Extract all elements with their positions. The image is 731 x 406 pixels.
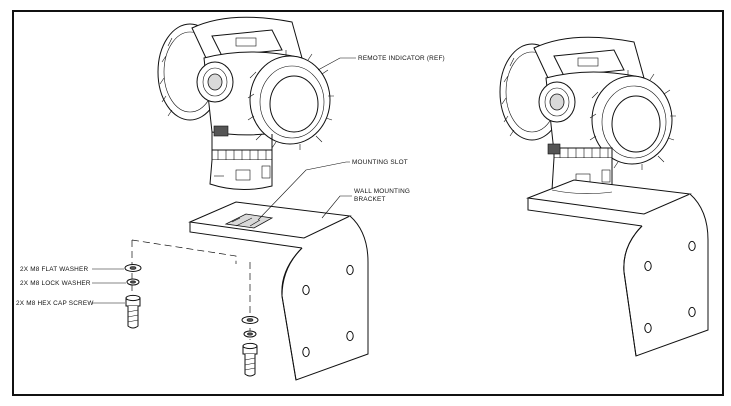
fastener-stack-left (124, 264, 142, 329)
lock-washer-label: 2X M8 LOCK WASHER (20, 280, 91, 287)
remote-indicator-assembled (499, 36, 676, 196)
alignment-lines (131, 239, 251, 340)
fastener-stack-right (241, 316, 259, 377)
wall-mounting-bracket-assembled (526, 179, 709, 357)
wall-bracket-label-line2: BRACKET (354, 196, 386, 203)
wall-mounting-bracket-exploded (188, 201, 369, 381)
leader-lines (92, 57, 356, 304)
remote-indicator-label: REMOTE INDICATOR (REF) (358, 55, 445, 62)
wall-bracket-label-line1: WALL MOUNTING (354, 188, 410, 195)
remote-indicator-exploded (157, 16, 334, 190)
flat-washer-label: 2X M8 FLAT WASHER (20, 266, 88, 273)
mounting-slot-label: MOUNTING SLOT (352, 159, 408, 166)
cap-screw-label: 2X M8 HEX CAP SCREW (16, 300, 94, 307)
